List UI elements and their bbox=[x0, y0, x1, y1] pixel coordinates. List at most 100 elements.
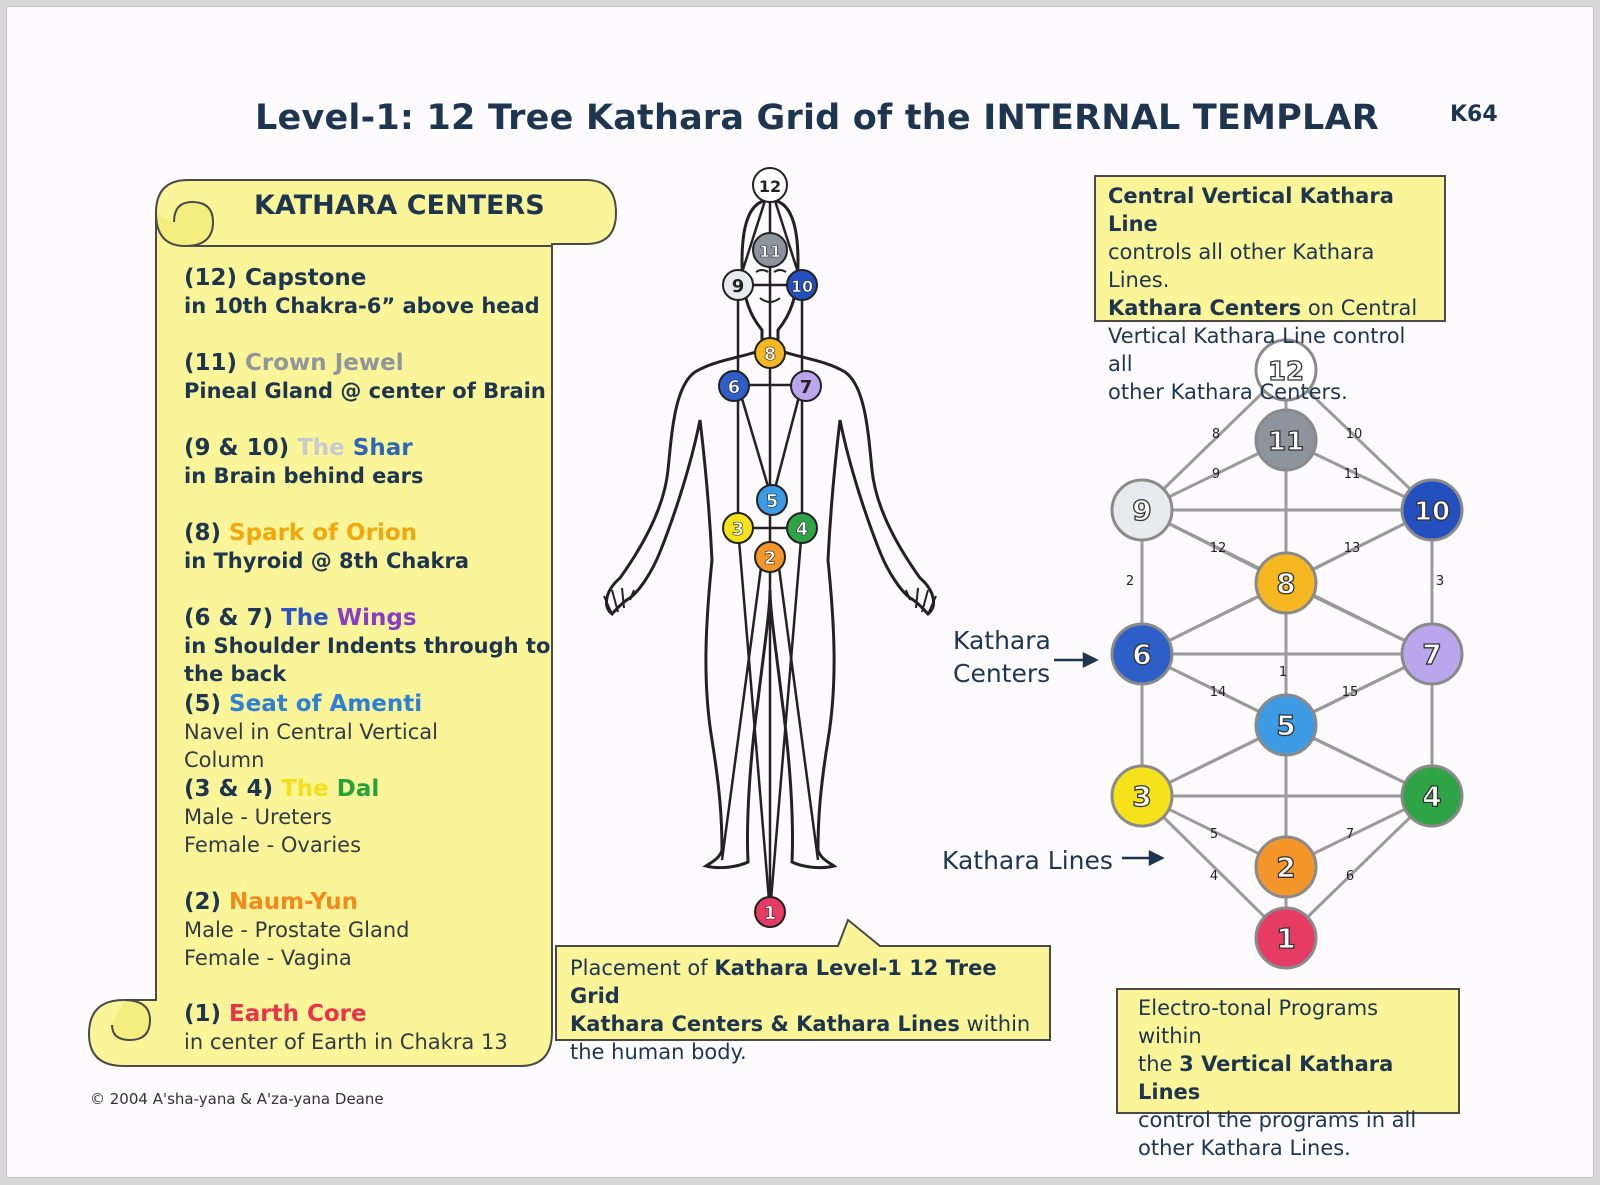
tree-node-label: 7 bbox=[1422, 638, 1441, 671]
tree-line bbox=[1284, 794, 1434, 940]
placement-text: Placement of Kathara Level-1 12 Tree Gri… bbox=[570, 954, 1050, 1066]
tree-line-number: 13 bbox=[1344, 541, 1361, 556]
kathara-center-name: The bbox=[273, 776, 337, 802]
kathara-center-name: The bbox=[273, 605, 337, 631]
tree-node: 1 bbox=[1254, 906, 1318, 970]
kathara-center-location: Column bbox=[184, 748, 265, 772]
kathara-center-entry: (8) Spark of Orion in Thyroid @ 8th Chakr… bbox=[184, 519, 554, 575]
kathara-center-heading: (6 & 7) The Wings bbox=[184, 604, 554, 632]
kathara-center-heading: (9 & 10) The Shar bbox=[184, 434, 554, 462]
central-line-box: Central Vertical Kathara Line controls a… bbox=[1094, 175, 1446, 404]
body-node: 3 bbox=[722, 512, 754, 544]
body-node-circle bbox=[722, 269, 754, 301]
kathara-center-name: The bbox=[289, 435, 345, 461]
hand-left bbox=[603, 587, 635, 615]
electro-text-2b: 3 Vertical Kathara Lines bbox=[1138, 1052, 1394, 1104]
tree-node: 8 bbox=[1254, 551, 1318, 615]
kathara-center-number: (9 & 10) bbox=[184, 435, 290, 461]
tree-node: 9 bbox=[1110, 478, 1174, 542]
kathara-center-name: Dal bbox=[336, 776, 380, 802]
kathara-center-number: (11) bbox=[184, 350, 238, 376]
tree-node-label: 1 bbox=[1276, 922, 1295, 955]
body-node-label: 6 bbox=[728, 377, 741, 398]
central-line-text-2: controls all other Kathara Lines. bbox=[1108, 240, 1375, 292]
kathara-center-number: (2) bbox=[184, 889, 222, 915]
body-node-label: 4 bbox=[796, 519, 809, 540]
body-node-circle bbox=[786, 269, 818, 301]
centers-arrow-icon bbox=[1054, 651, 1099, 669]
kathara-center-location: in Thyroid @ 8th Chakra bbox=[184, 549, 469, 573]
scroll-bottom-curl bbox=[111, 999, 152, 1042]
tree-node-label: 9 bbox=[1132, 494, 1151, 527]
body-node: 4 bbox=[786, 512, 818, 544]
tree-node: 6 bbox=[1110, 622, 1174, 686]
kathara-center-location: in 10th Chakra-6” above head bbox=[184, 294, 540, 318]
body-node-label: 7 bbox=[800, 377, 813, 398]
tree-node-label: 11 bbox=[1268, 427, 1304, 457]
kathara-center-location: in center of Earth in Chakra 13 bbox=[184, 1030, 508, 1054]
tree-line-number: 15 bbox=[1342, 685, 1359, 700]
kathara-center-name: Capstone bbox=[237, 265, 367, 291]
tree-node-circle bbox=[1400, 622, 1464, 686]
kathara-center-name: Crown Jewel bbox=[237, 350, 404, 376]
tree-node-circle bbox=[1110, 764, 1174, 828]
tree-line-number: 6 bbox=[1346, 869, 1354, 884]
central-line-text-5: other Kathara Centers. bbox=[1108, 380, 1348, 404]
kathara-center-location: Female - Ovaries bbox=[184, 833, 362, 857]
kathara-center-name: Spark of Orion bbox=[221, 520, 418, 546]
kathara-center-name: Wings bbox=[336, 605, 417, 631]
kathara-center-number: (5) bbox=[184, 691, 222, 717]
body-node-label: 9 bbox=[732, 276, 745, 297]
kathara-center-name: Earth Core bbox=[221, 1001, 367, 1027]
kathara-center-name: Seat of Amenti bbox=[221, 691, 423, 717]
kathara-center-heading: (2) Naum-Yun bbox=[184, 888, 554, 916]
body-node: 12 bbox=[752, 167, 788, 203]
tree-node: 7 bbox=[1400, 622, 1464, 686]
tree-line bbox=[1140, 368, 1288, 512]
tree-line-number: 2 bbox=[1126, 574, 1134, 589]
kathara-center-number: (8) bbox=[184, 520, 222, 546]
tree-node-circle bbox=[1254, 408, 1318, 472]
body-node: 7 bbox=[790, 370, 822, 402]
kathara-center-number: (6 & 7) bbox=[184, 605, 274, 631]
body-node: 11 bbox=[752, 232, 788, 268]
tree-node-circle bbox=[1110, 478, 1174, 542]
kathara-center-location: Pineal Gland @ center of Brain bbox=[184, 379, 546, 403]
body-node-circle bbox=[786, 512, 818, 544]
lines-arrow-icon bbox=[1122, 849, 1165, 867]
electro-tonal-box: Electro-tonal Programs within the 3 Vert… bbox=[1116, 988, 1460, 1160]
centers-label-line1: Kathara bbox=[953, 626, 1051, 655]
kathara-center-location: in Brain behind ears bbox=[184, 464, 424, 488]
body-node-label: 11 bbox=[759, 242, 781, 261]
body-node-circle bbox=[754, 337, 786, 369]
body-node-circle bbox=[752, 232, 788, 268]
tree-line-number: 5 bbox=[1210, 827, 1218, 842]
body-node-circle bbox=[718, 370, 750, 402]
body-node-label: 3 bbox=[732, 519, 745, 540]
tree-node: 5 bbox=[1254, 693, 1318, 757]
tree-line-number: 3 bbox=[1436, 574, 1444, 589]
placement-text-2b: Kathara Centers & Kathara Lines bbox=[570, 1012, 960, 1036]
lines-label: Kathara Lines bbox=[942, 846, 1113, 875]
placement-text-3: the human body. bbox=[570, 1040, 747, 1064]
kathara-center-heading: (12) Capstone bbox=[184, 264, 554, 292]
body-node-circle bbox=[790, 370, 822, 402]
body-node-circle bbox=[756, 484, 788, 516]
placement-text-1b: Kathara Level-1 12 Tree Grid bbox=[570, 956, 997, 1008]
tree-node: 4 bbox=[1400, 764, 1464, 828]
tree-line-number: 10 bbox=[1346, 427, 1363, 442]
body-grid-lines bbox=[720, 184, 820, 913]
kathara-center-location: Navel in Central Vertical bbox=[184, 720, 438, 744]
tree-node-label: 6 bbox=[1132, 638, 1151, 671]
body-node: 2 bbox=[754, 541, 786, 573]
tree-node-label: 8 bbox=[1276, 567, 1295, 600]
scroll-top-curl bbox=[155, 200, 215, 248]
